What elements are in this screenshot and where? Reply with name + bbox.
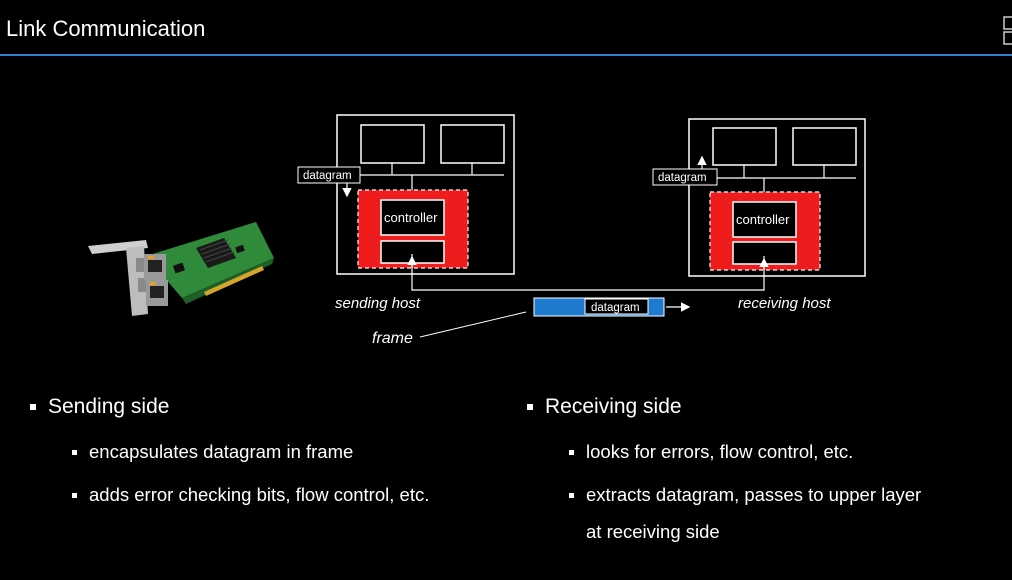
controller-label-right: controller (736, 212, 790, 227)
receiving-host-label: receiving host (738, 295, 831, 312)
receiving-item-2: extracts datagram, passes to upper layer (569, 484, 921, 506)
datagram-label-right: datagram (658, 172, 707, 184)
bullet-square-icon (30, 404, 36, 410)
bullet-square-icon (527, 404, 533, 410)
datagram-label-link: datagram (591, 302, 640, 314)
sending-item-1: encapsulates datagram in frame (72, 441, 353, 463)
receiving-host (652, 118, 866, 277)
title-divider (0, 54, 1012, 56)
sending-host-label: sending host (335, 295, 421, 312)
slide-menu-icon[interactable] (1003, 16, 1012, 46)
receiving-item-2-continued: at receiving side (586, 521, 720, 542)
sending-side-section: Sending side (30, 395, 169, 419)
bullet-square-icon (569, 492, 574, 498)
bullet-square-icon (72, 492, 77, 498)
sending-side-heading: Sending side (30, 395, 169, 419)
slide-title: Link Communication (6, 16, 206, 41)
heading-text: Receiving side (545, 395, 682, 418)
receiving-side-heading: Receiving side (527, 395, 682, 419)
network-card-image (88, 222, 274, 316)
receiving-item-1: looks for errors, flow control, etc. (569, 441, 853, 463)
controller-label-left: controller (384, 210, 438, 225)
link-diagram: datagram datagram controller controller … (297, 114, 866, 347)
bullet-square-icon (72, 449, 77, 455)
sending-host (297, 114, 515, 275)
sending-item-2: adds error checking bits, flow control, … (72, 484, 429, 506)
receiving-side-section: Receiving side (527, 395, 682, 419)
frame-label: frame (372, 330, 413, 347)
heading-text: Sending side (48, 395, 170, 418)
bullet-square-icon (569, 449, 574, 455)
datagram-label-left: datagram (303, 170, 352, 182)
